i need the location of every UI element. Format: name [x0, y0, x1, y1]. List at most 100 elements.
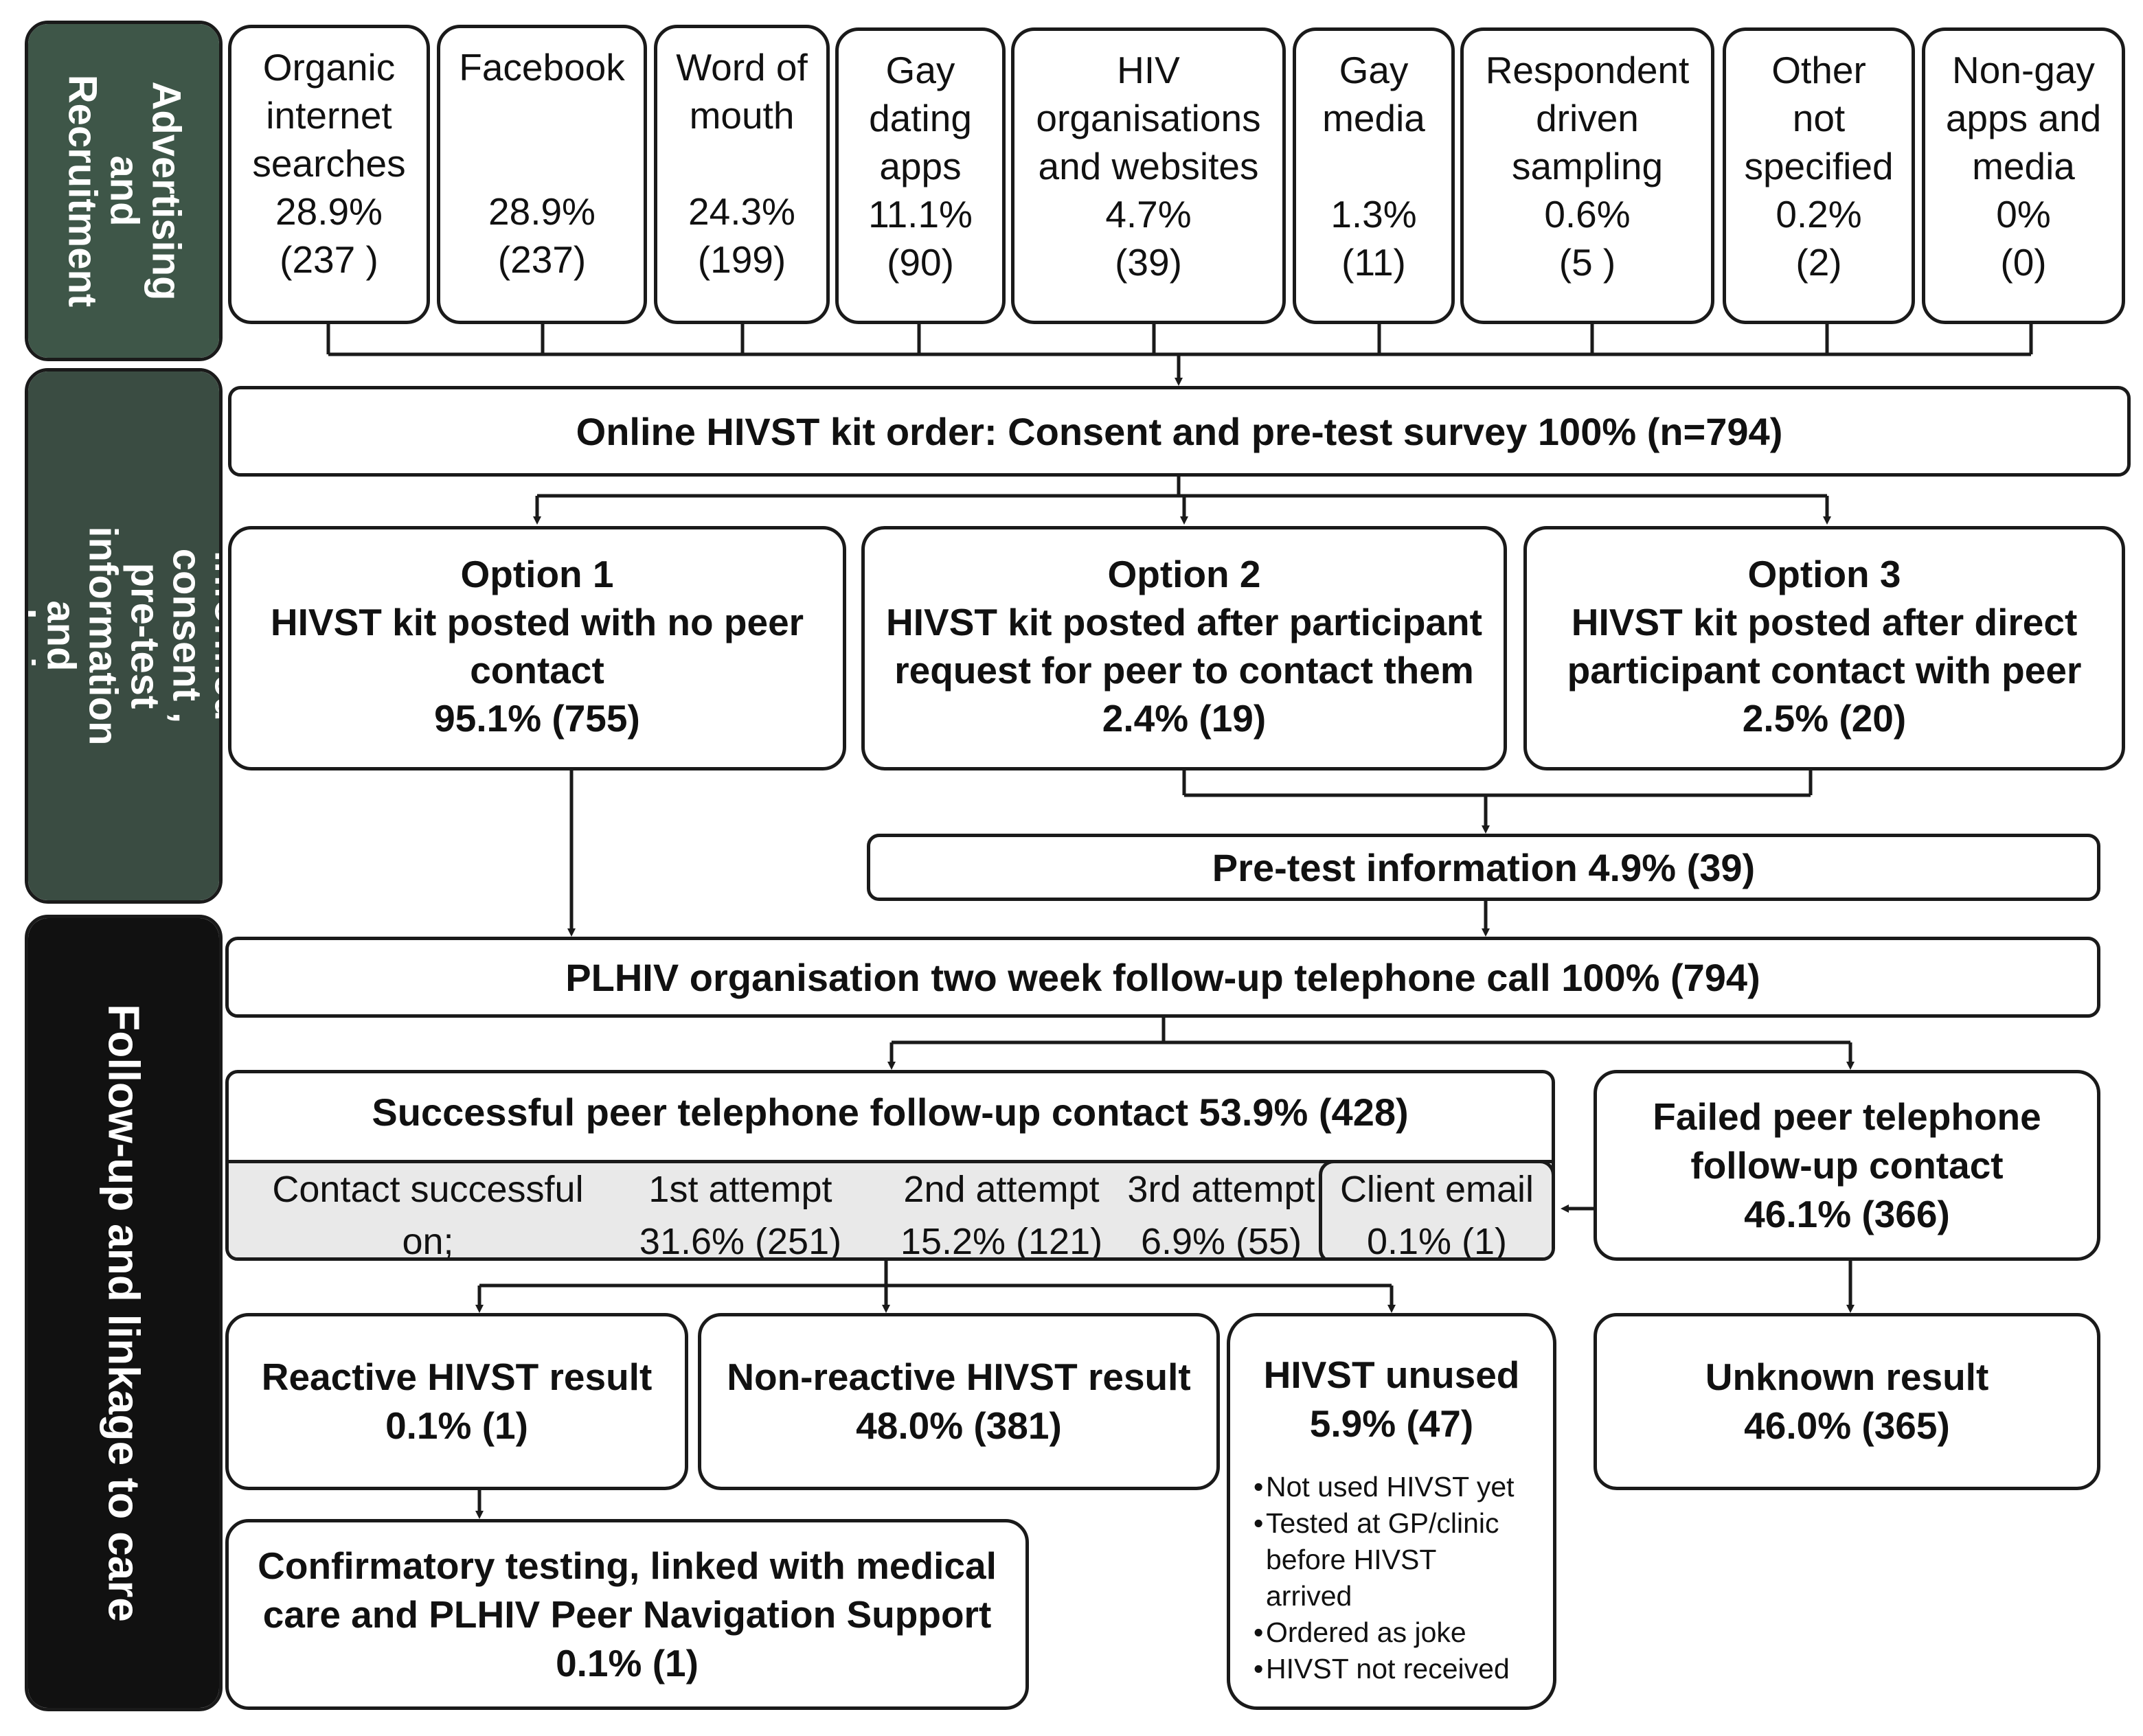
source-gay-media: Gay media 1.3% (11)	[1293, 27, 1455, 324]
nonreactive-stat: 48.0% (381)	[856, 1404, 1062, 1447]
source-percent: 24.3%	[688, 190, 795, 233]
attempt-2: 2nd attempt 15.2% (121)	[871, 1163, 1132, 1257]
source-count: (199)	[697, 238, 786, 281]
unused-title: HIVST unused	[1263, 1354, 1520, 1396]
option-stat: 95.1% (755)	[434, 697, 640, 740]
source-facebook: Facebook 28.9% (237)	[437, 25, 647, 324]
unused-result-box: HIVST unused 5.9% (47) Not used HIVST ye…	[1227, 1313, 1556, 1710]
reactive-title: Reactive HIVST result	[261, 1356, 653, 1398]
failed-contact-line: follow-up contact	[1690, 1143, 2004, 1187]
stage-followup: Follow-up and linkage to care	[25, 915, 223, 1711]
stage-recruitment: Advertising and Recruitment	[25, 21, 223, 361]
kit-order-text: Online HIVST kit order: Consent and pre-…	[576, 409, 1783, 453]
pretest-info-box: Pre-test information 4.9% (39)	[867, 834, 2100, 901]
source-count: (0)	[2000, 241, 2047, 284]
source-count: (237)	[497, 238, 587, 281]
source-other-not-specified: Other not specified 0.2% (2)	[1723, 27, 1915, 324]
source-hiv-organisations: HIV organisations and websites 4.7% (39)	[1011, 27, 1286, 324]
client-email-cell: Client email 0.1% (1)	[1319, 1160, 1552, 1261]
followup-call-box: PLHIV organisation two week follow-up te…	[225, 937, 2100, 1018]
pretest-info-text: Pre-test information 4.9% (39)	[1212, 845, 1756, 889]
option-line: HIVST kit posted after participant	[886, 601, 1482, 643]
failed-contact-line: Failed peer telephone	[1653, 1095, 2041, 1138]
client-email-label: Client email	[1339, 1169, 1534, 1210]
source-word-of-mouth: Word of mouth 24.3% (199)	[654, 25, 830, 324]
contact-successful-label: Contact successful on;	[229, 1163, 631, 1261]
source-percent: 1.3%	[1330, 193, 1417, 236]
unused-reason: HIVST not received	[1254, 1651, 1539, 1687]
confirm-line: care and PLHIV Peer Navigation Support	[262, 1592, 992, 1636]
success-contact-title: Successful peer telephone follow-up cont…	[372, 1090, 1409, 1134]
source-count: (5 )	[1558, 241, 1616, 284]
stage-followup-fill	[28, 918, 219, 1708]
source-name: Gay dating apps	[869, 49, 972, 187]
unknown-title: Unknown result	[1705, 1356, 1989, 1398]
confirmatory-testing-box: Confirmatory testing, linked with medica…	[225, 1519, 1029, 1710]
followup-call-text: PLHIV organisation two week follow-up te…	[565, 955, 1760, 999]
stage-followup-label: Follow-up and linkage to care	[99, 1004, 149, 1622]
source-percent: 0.2%	[1776, 193, 1862, 236]
attempt-label: 2nd attempt	[903, 1169, 1100, 1210]
attempt-3: 3rd attempt 6.9% (55)	[1104, 1163, 1338, 1261]
option-2-box: Option 2 HIVST kit posted after particip…	[861, 526, 1507, 770]
attempt-label: 1st attempt	[648, 1169, 832, 1210]
source-non-gay-apps: Non-gay apps and media 0% (0)	[1922, 27, 2125, 324]
option-3-box: Option 3 HIVST kit posted after direct p…	[1523, 526, 2125, 770]
unused-reason: Not used HIVST yet	[1254, 1469, 1539, 1505]
source-percent: 0%	[1996, 193, 2051, 236]
option-1-box: Option 1 HIVST kit posted with no peer c…	[228, 526, 846, 770]
client-email-stat: 0.1% (1)	[1366, 1221, 1508, 1261]
source-count: (39)	[1115, 241, 1182, 284]
attempt-1: 1st attempt 31.6% (251)	[610, 1163, 871, 1261]
kit-order-box: Online HIVST kit order: Consent and pre-…	[228, 386, 2131, 477]
source-name: Word of mouth	[676, 46, 808, 137]
success-contact-box: Successful peer telephone follow-up cont…	[225, 1070, 1555, 1261]
unknown-result-box: Unknown result 46.0% (365)	[1594, 1313, 2100, 1490]
attempt-stat: 31.6% (251)	[639, 1221, 842, 1261]
unused-stat: 5.9% (47)	[1309, 1402, 1474, 1445]
source-name: Other not specified	[1744, 49, 1894, 187]
option-title: Option 2	[1107, 553, 1261, 595]
success-attempts-row: Contact successful on; 1st attempt 31.6%…	[229, 1160, 1552, 1261]
source-respondent-driven: Respondent driven sampling 0.6% (5 )	[1460, 27, 1714, 324]
unused-reasons-list: Not used HIVST yet Tested at GP/clinic b…	[1254, 1469, 1539, 1687]
source-count: (11)	[1341, 241, 1406, 284]
nonreactive-title: Non-reactive HIVST result	[727, 1356, 1191, 1398]
stage-consent-fill	[28, 372, 219, 900]
option-line: participant contact with peer	[1567, 649, 2082, 692]
source-gay-dating-apps: Gay dating apps 11.1% (90)	[835, 27, 1006, 324]
unknown-stat: 46.0% (365)	[1744, 1404, 1950, 1447]
contact-successful-line: on;	[402, 1221, 454, 1261]
stage-consent: Informed consent , pre-test information …	[25, 368, 223, 904]
attempt-stat: 6.9% (55)	[1140, 1221, 1302, 1261]
source-count: (90)	[887, 241, 954, 284]
stage-recruitment-label: Advertising and Recruitment	[60, 74, 189, 308]
option-line: HIVST kit posted with no peer	[270, 601, 804, 643]
source-name: Respondent driven sampling	[1485, 49, 1690, 187]
option-stat: 2.4% (19)	[1102, 697, 1267, 740]
source-percent: 28.9%	[488, 190, 596, 233]
option-stat: 2.5% (20)	[1742, 697, 1907, 740]
source-count: (237 )	[280, 238, 378, 281]
failed-contact-box: Failed peer telephone follow-up contact …	[1594, 1070, 2100, 1261]
source-organic-search: Organic internet searches 28.9% (237 )	[228, 25, 430, 324]
source-name: Gay media	[1322, 49, 1425, 139]
option-line: HIVST kit posted after direct	[1571, 601, 2078, 643]
option-line: request for peer to contact them	[894, 649, 1474, 692]
failed-contact-stat: 46.1% (366)	[1744, 1192, 1950, 1235]
contact-successful-line: Contact successful	[272, 1169, 584, 1210]
reactive-stat: 0.1% (1)	[385, 1404, 528, 1447]
source-name: HIV organisations and websites	[1036, 49, 1261, 187]
unused-reason: Tested at GP/clinic before HIVST arrived	[1254, 1505, 1520, 1614]
confirm-line: Confirmatory testing, linked with medica…	[258, 1544, 997, 1587]
option-title: Option 1	[460, 553, 614, 595]
option-title: Option 3	[1747, 553, 1901, 595]
source-percent: 11.1%	[868, 193, 973, 236]
source-name: Facebook	[459, 46, 625, 89]
nonreactive-result-box: Non-reactive HIVST result 48.0% (381)	[698, 1313, 1220, 1490]
option-line: contact	[470, 649, 604, 692]
source-percent: 28.9%	[275, 190, 383, 233]
reactive-result-box: Reactive HIVST result 0.1% (1)	[225, 1313, 688, 1490]
unused-reason: Ordered as joke	[1254, 1614, 1539, 1651]
